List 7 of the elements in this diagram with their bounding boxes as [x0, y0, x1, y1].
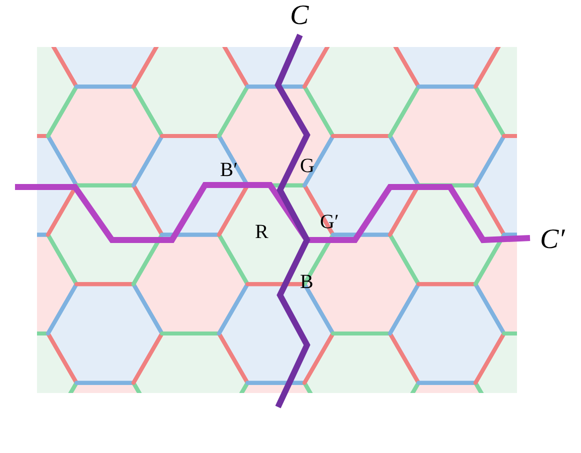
- region-label: B: [300, 272, 314, 292]
- region-label: G: [300, 156, 314, 176]
- region-label: R: [255, 222, 268, 242]
- region-label: B′: [220, 160, 238, 180]
- curve-label: C: [290, 2, 309, 30]
- curve-label: C′: [540, 226, 565, 254]
- region-label: G′: [320, 212, 339, 232]
